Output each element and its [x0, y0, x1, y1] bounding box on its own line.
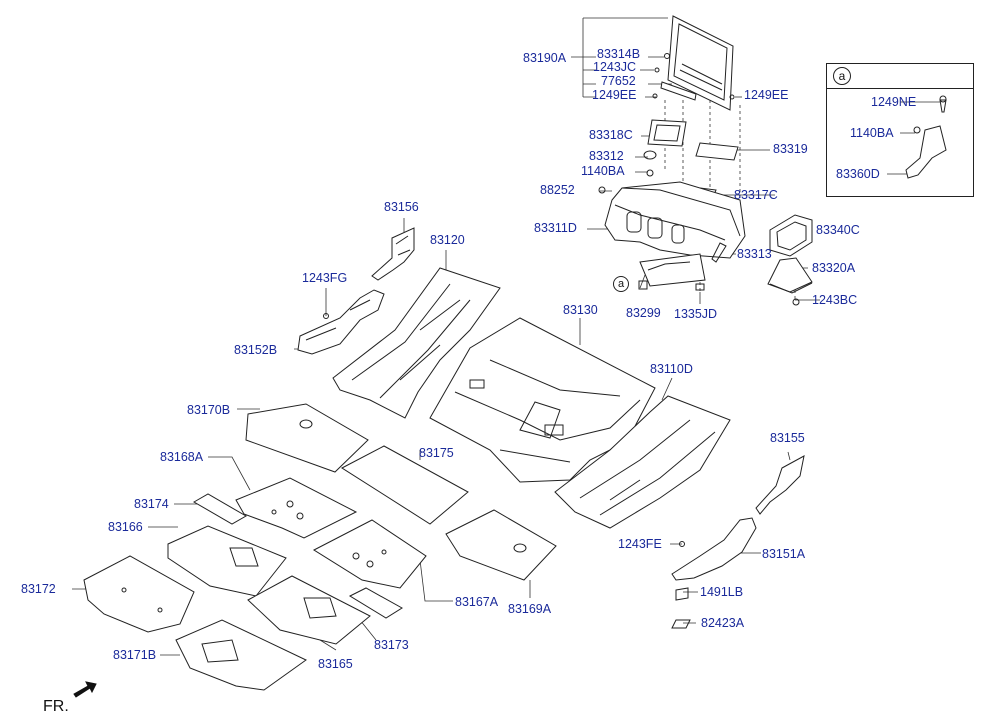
label-83175[interactable]: 83175: [419, 446, 454, 460]
bracket-83155: [755, 455, 805, 515]
label-83340C[interactable]: 83340C: [816, 223, 860, 237]
floor-83110D: [554, 395, 731, 529]
mat-83165: [247, 575, 371, 645]
label-83174[interactable]: 83174: [134, 497, 169, 511]
inset-marker: a: [833, 67, 851, 85]
label-1243JC[interactable]: 1243JC: [593, 60, 637, 74]
inset-bracket: [905, 95, 947, 179]
label-83313[interactable]: 83313: [737, 247, 772, 261]
bracket-83152B: [297, 289, 385, 355]
label-83165[interactable]: 83165: [318, 657, 353, 671]
pad-83170B: [245, 403, 369, 473]
label-83317C[interactable]: 83317C: [734, 188, 778, 202]
label-1335JD[interactable]: 1335JD: [674, 307, 718, 321]
bracket-83151A: [671, 517, 757, 629]
label-1140BA-inset[interactable]: 1140BA: [850, 126, 894, 140]
inset-detail-box: a: [826, 63, 974, 197]
label-1243FE[interactable]: 1243FE: [618, 537, 662, 551]
shift-boot: [711, 214, 813, 306]
label-1491LB[interactable]: 1491LB: [700, 585, 744, 599]
label-83120[interactable]: 83120: [430, 233, 465, 247]
label-1243BC[interactable]: 1243BC: [812, 293, 858, 307]
label-83166[interactable]: 83166: [108, 520, 143, 534]
front-label: FR.: [43, 698, 69, 715]
label-83318C[interactable]: 83318C: [589, 128, 633, 142]
pad-83167A: [312, 519, 427, 589]
floor-83120: [332, 267, 501, 419]
label-1249NE[interactable]: 1249NE: [871, 95, 917, 109]
mat-83173: [348, 587, 403, 619]
label-83314B[interactable]: 83314B: [597, 47, 641, 61]
label-1249EE-right[interactable]: 1249EE: [744, 88, 789, 102]
label-83168A[interactable]: 83168A: [160, 450, 204, 464]
label-88252[interactable]: 88252: [540, 183, 575, 197]
pad-83174: [192, 493, 248, 525]
label-1243FG[interactable]: 1243FG: [302, 271, 348, 285]
mat-83171B: [175, 619, 307, 691]
label-1140BA-console[interactable]: 1140BA: [581, 164, 625, 178]
front-arrow-icon: [73, 681, 97, 698]
label-83299[interactable]: 83299: [626, 306, 661, 320]
label-83311D[interactable]: 83311D: [534, 221, 577, 235]
label-83151A[interactable]: 83151A: [762, 547, 806, 561]
label-83152B[interactable]: 83152B: [234, 343, 278, 357]
console-marker: a: [613, 276, 629, 292]
pad-83169A: [445, 509, 557, 581]
label-83167A[interactable]: 83167A: [455, 595, 499, 609]
mat-83166: [167, 525, 287, 597]
label-83156[interactable]: 83156: [384, 200, 419, 214]
pad-83175: [341, 445, 469, 525]
label-83155[interactable]: 83155: [770, 431, 805, 445]
console-rear-cover: [652, 15, 735, 111]
label-83169A[interactable]: 83169A: [508, 602, 552, 616]
label-83172[interactable]: 83172: [21, 582, 56, 596]
pad-83168A: [235, 477, 358, 539]
label-77652[interactable]: 77652: [601, 74, 636, 88]
inset-header: a: [827, 64, 973, 89]
label-83173[interactable]: 83173: [374, 638, 409, 652]
bracket-83156: [371, 227, 415, 281]
label-83190A[interactable]: 83190A: [523, 51, 567, 65]
label-83312[interactable]: 83312: [589, 149, 624, 163]
label-83171B[interactable]: 83171B: [113, 648, 157, 662]
label-83170B[interactable]: 83170B: [187, 403, 231, 417]
label-83320A[interactable]: 83320A: [812, 261, 856, 275]
label-1249EE-left[interactable]: 1249EE: [592, 88, 637, 102]
label-83130[interactable]: 83130: [563, 303, 598, 317]
label-83110D[interactable]: 83110D: [650, 362, 693, 376]
floor-console: [598, 119, 746, 291]
label-83319[interactable]: 83319: [773, 142, 808, 156]
label-82423A[interactable]: 82423A: [701, 616, 745, 630]
label-83360D[interactable]: 83360D: [836, 167, 880, 181]
mat-83172: [83, 555, 195, 633]
